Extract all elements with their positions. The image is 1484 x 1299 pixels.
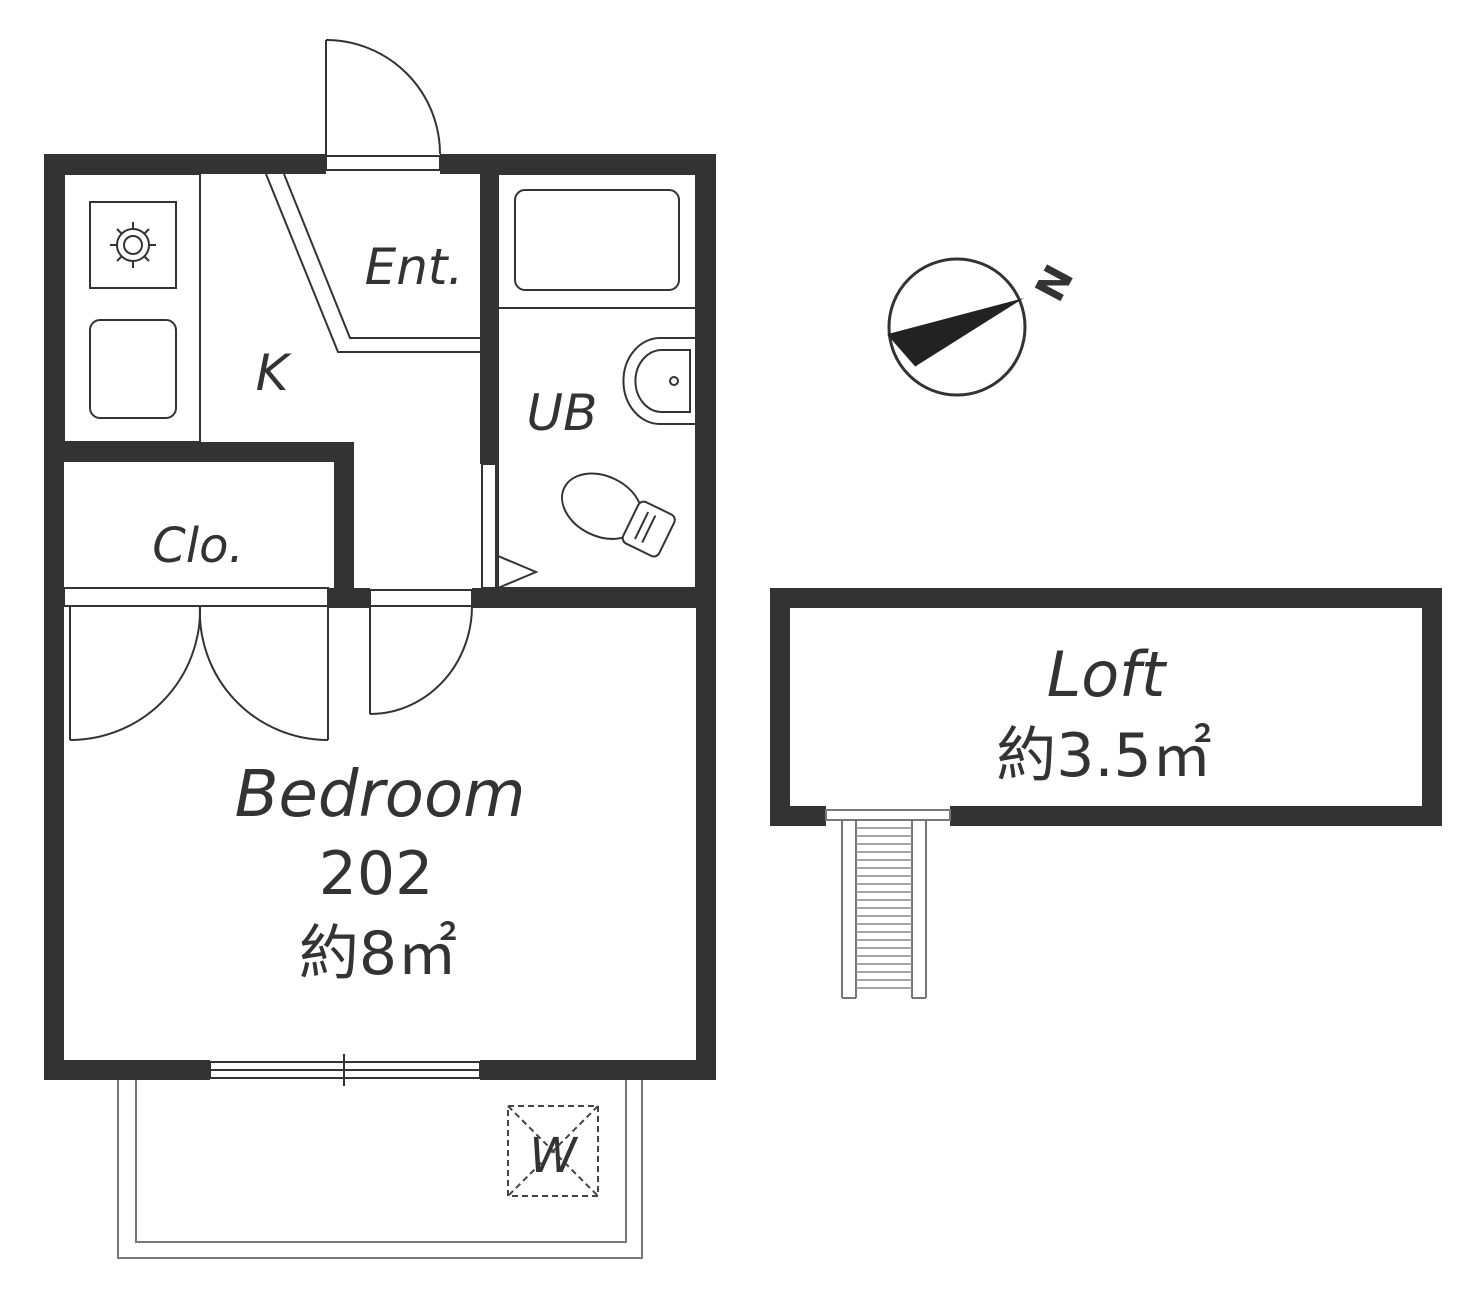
unit-number: 202 <box>319 839 434 909</box>
entrance-label: Ent. <box>365 238 464 296</box>
entrance-step <box>265 173 480 353</box>
unit-bath-fixtures <box>481 173 697 589</box>
bedroom-window <box>209 1054 481 1086</box>
stove-icon <box>89 201 177 289</box>
compass <box>887 257 1027 397</box>
washbasin-icon <box>622 337 697 425</box>
bedroom-door <box>369 589 473 715</box>
bedroom-label: Bedroom <box>235 758 526 832</box>
washer-label: W <box>529 1128 578 1184</box>
closet-label: Clo. <box>152 518 243 574</box>
balcony <box>117 1080 643 1259</box>
closet-doors <box>63 587 329 742</box>
kitchen-counter <box>63 173 201 443</box>
unit-bath-label: UB <box>527 384 598 442</box>
compass-north-label: N <box>1027 258 1083 309</box>
interior-walls <box>44 154 716 608</box>
exterior-walls <box>44 154 716 1080</box>
bathtub-icon <box>514 189 680 291</box>
washer-space <box>507 1105 599 1197</box>
toilet-icon <box>561 472 676 558</box>
loft-walls <box>770 588 1442 826</box>
loft-ladder <box>825 809 951 999</box>
kitchen-label: K <box>256 344 293 402</box>
bedroom-area: 約8㎡ <box>299 919 457 989</box>
north-arrow-icon <box>888 298 1024 366</box>
loft-area: 約3.5㎡ <box>996 721 1211 791</box>
entrance-door <box>325 39 441 171</box>
sink-icon <box>89 319 177 419</box>
loft-label: Loft <box>1047 638 1168 711</box>
